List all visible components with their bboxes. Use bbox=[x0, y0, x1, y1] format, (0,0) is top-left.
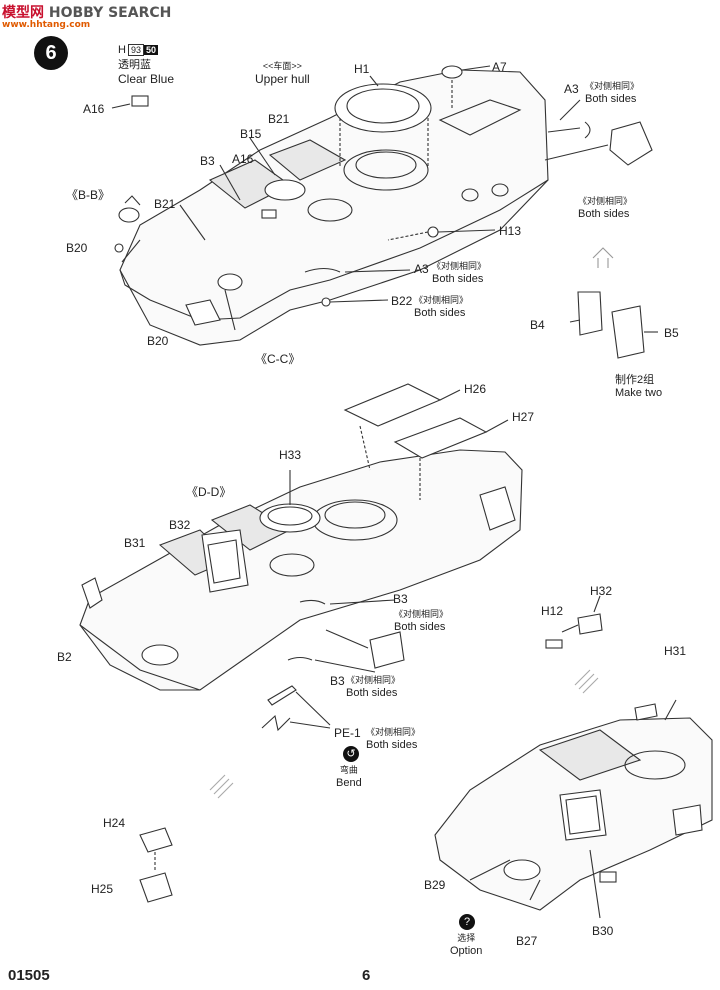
upper-hull-label: <<车面>> Upper hull bbox=[255, 60, 310, 87]
label-h25: H25 bbox=[91, 882, 114, 896]
label-b3-top: B3 bbox=[200, 154, 215, 168]
step-number-badge: 6 bbox=[34, 36, 68, 70]
lower-hull-detail bbox=[434, 699, 713, 919]
label-a7: A7 bbox=[492, 60, 507, 74]
label-pe1: PE-1 bbox=[334, 726, 361, 740]
label-b32: B32 bbox=[169, 518, 191, 532]
part-a16-small bbox=[131, 95, 149, 107]
label-a3-top: A3 bbox=[564, 82, 579, 96]
bend-icon: ↺ bbox=[343, 746, 359, 762]
watermark-en: HOBBY SEARCH bbox=[48, 5, 172, 21]
watermark-url: www.hhtang.com bbox=[2, 20, 91, 30]
upper-hull-cn: <<车面>> bbox=[262, 61, 302, 71]
both-sides-b3-b: 《对侧相同》Both sides bbox=[346, 675, 401, 699]
label-h24: H24 bbox=[103, 816, 126, 830]
label-cc: 《C-C》 bbox=[255, 352, 301, 366]
label-b27: B27 bbox=[516, 934, 538, 948]
label-b21-top: B21 bbox=[268, 112, 290, 126]
middle-hull bbox=[79, 383, 603, 732]
both-sides-a3-mid: 《对侧相同》Both sides bbox=[432, 261, 487, 285]
label-a16-hull: A16 bbox=[232, 152, 254, 166]
label-h32: H32 bbox=[590, 584, 613, 598]
label-b22: B22 bbox=[391, 294, 413, 308]
label-b2: B2 bbox=[57, 650, 72, 664]
label-h33: H33 bbox=[279, 448, 302, 462]
option-icon: ? bbox=[459, 914, 475, 930]
label-h12: H12 bbox=[541, 604, 564, 618]
label-b5: B5 bbox=[664, 326, 679, 340]
label-b20-bot: B20 bbox=[147, 334, 169, 348]
paint-code: H bbox=[118, 44, 126, 56]
watermark-logo: 模型网 HOBBY SEARCH www.hhtang.com bbox=[2, 2, 171, 30]
label-h26: H26 bbox=[464, 382, 487, 396]
label-h27: H27 bbox=[512, 410, 535, 424]
label-b21-mid: B21 bbox=[154, 197, 176, 211]
both-sides-b3-a: 《对侧相同》Both sides bbox=[394, 609, 449, 633]
label-b3-a: B3 bbox=[393, 592, 408, 606]
label-bb: 《B-B》 bbox=[66, 188, 111, 202]
label-b29: B29 bbox=[424, 878, 446, 892]
paint-num2: 50 bbox=[143, 45, 158, 55]
both-sides-b22: 《对侧相同》Both sides bbox=[414, 295, 469, 319]
both-sides-pe1: 《对侧相同》Both sides bbox=[366, 727, 421, 751]
label-b4: B4 bbox=[530, 318, 545, 332]
both-sides-a3-top: 《对侧相同》Both sides bbox=[585, 81, 640, 105]
both-sides-right-box: 《对侧相同》Both sides bbox=[578, 196, 633, 220]
paint-name-cn: 透明蓝 bbox=[118, 59, 151, 71]
label-b15: B15 bbox=[240, 127, 262, 141]
label-b20-top: B20 bbox=[66, 241, 88, 255]
label-b31: B31 bbox=[124, 536, 146, 550]
label-a3-mid: A3 bbox=[414, 262, 429, 276]
footer-page-number: 6 bbox=[362, 967, 371, 984]
upper-hull-en: Upper hull bbox=[255, 72, 310, 86]
label-h13: H13 bbox=[499, 224, 522, 238]
upper-hull-top bbox=[114, 65, 658, 359]
watermark-cn: 模型网 bbox=[2, 5, 44, 21]
paint-name-en: Clear Blue bbox=[118, 72, 175, 86]
label-b30: B30 bbox=[592, 924, 614, 938]
label-h1: H1 bbox=[354, 62, 370, 76]
label-a16-paint: A16 bbox=[83, 102, 105, 116]
footer-code: 01505 bbox=[8, 967, 50, 984]
label-dd: 《D-D》 bbox=[186, 485, 232, 499]
label-h31: H31 bbox=[664, 644, 687, 658]
label-b3-b: B3 bbox=[330, 674, 345, 688]
